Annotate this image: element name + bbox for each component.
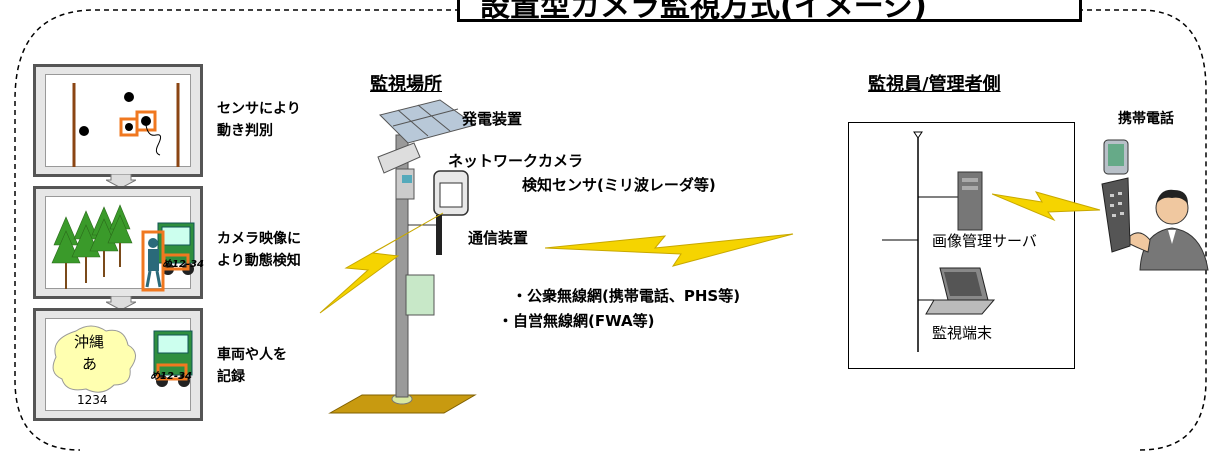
operator-network-box: [848, 122, 1075, 369]
sensor-label: 検知センサ(ミリ波レーダ等): [522, 176, 716, 194]
monitor-sensor: [33, 64, 203, 177]
camera-scene: [51, 204, 195, 292]
step-label-sensor: センサにより 動き判別: [217, 101, 301, 139]
bubble-number: 1234: [77, 393, 108, 407]
arrow-down-icon: [106, 296, 136, 310]
monitor-sensor-screen: [45, 74, 191, 167]
monitor-camera-screen: め12-34: [45, 196, 204, 292]
monitor-record-screen: 沖縄 あ 1234 め12-34: [45, 318, 193, 411]
network-2: ・自営無線網(FWA等): [498, 312, 655, 330]
network-diagram: [882, 131, 996, 352]
step-label-camera: カメラ映像に より動態検知: [217, 231, 301, 269]
lightning-right-icon: [992, 191, 1101, 222]
monitoring-site-heading: 監視場所: [370, 74, 442, 95]
plate-text: め12-34: [162, 259, 204, 270]
monitor-record: 沖縄 あ 1234 め12-34: [33, 308, 203, 421]
camera-label: ネットワークカメラ: [448, 152, 584, 170]
page-title: 設置型カメラ監視方式(イメージ): [457, 0, 1082, 22]
comm-label: 通信装置: [468, 229, 529, 247]
plate-text: め12-34: [150, 371, 192, 382]
arrow-down-icon: [106, 174, 136, 188]
sensor-scene: [72, 83, 180, 167]
server-label: 画像管理サーバ: [932, 232, 1037, 250]
network-1: ・公衆無線網(携帯電話、PHS等): [512, 287, 741, 305]
site-illustration: [328, 99, 477, 414]
record-scene: [52, 325, 193, 393]
lightning-left-icon: [319, 212, 444, 314]
bubble-line-2: あ: [82, 355, 98, 373]
step-label-record: 車両や人を 記録: [217, 347, 287, 385]
phone-label: 携帯電話: [1118, 111, 1174, 127]
operator-side-heading: 監視員/管理者側: [868, 74, 1001, 95]
monitor-camera: め12-34: [33, 186, 204, 299]
lightning-center-icon: [545, 233, 794, 267]
phone-user-illustration: [1101, 139, 1209, 271]
terminal-label: 監視端末: [932, 324, 993, 342]
power-label: 発電装置: [462, 110, 523, 128]
bubble-line-1: 沖縄: [74, 333, 105, 351]
